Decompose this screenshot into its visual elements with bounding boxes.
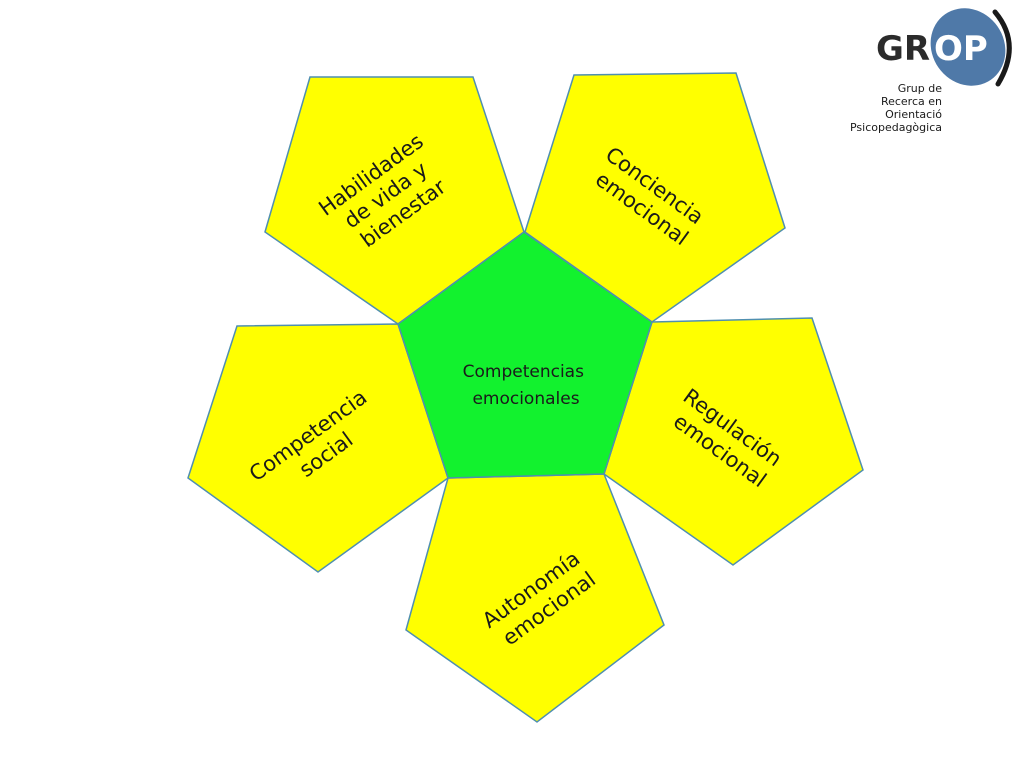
logo-text-line: Orientació bbox=[885, 108, 942, 121]
center-label: Competencias emocionales bbox=[463, 362, 590, 409]
petal-autonomia-emocional: Autonomía emocional bbox=[405, 473, 665, 723]
petal-shape bbox=[524, 72, 786, 323]
grop-logo-mark: GR OP bbox=[876, 8, 1012, 87]
petal-conciencia-emocional: Conciencia emocional bbox=[524, 72, 786, 323]
center-label-line: emocionales bbox=[472, 389, 579, 409]
center-shape bbox=[397, 231, 653, 479]
logo-text-line: Recerca en bbox=[880, 95, 942, 108]
logo-wordmark-op: OP bbox=[934, 29, 988, 69]
logo-text-line: Grup de bbox=[897, 82, 942, 95]
center-label-line: Competencias bbox=[463, 362, 584, 382]
grop-logo: GR OP Grup de Recerca en Orientació Psic… bbox=[850, 4, 1020, 140]
center-competencias-emocionales: Competencias emocionales bbox=[397, 231, 653, 479]
logo-text-line: Psicopedagògica bbox=[849, 121, 942, 134]
logo-wordmark-gr: GR bbox=[876, 29, 930, 69]
petal-habilidades-vida-bienestar: Habilidades de vida y bienestar bbox=[264, 76, 525, 325]
logo-bracket-shape bbox=[992, 9, 1012, 87]
petal-competencia-social: Competencia social bbox=[187, 323, 449, 573]
petal-shape bbox=[187, 323, 449, 573]
logo-oval-shape bbox=[930, 8, 1006, 86]
petal-regulacion-emocional: Regulación emocional bbox=[603, 317, 864, 566]
